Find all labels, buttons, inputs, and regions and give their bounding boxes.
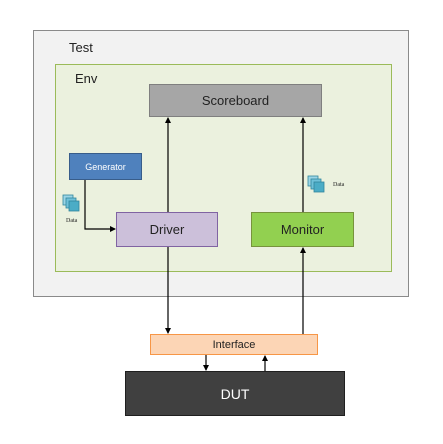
- generator-to-driver-arrow: [84, 180, 116, 232]
- driver-block: Driver: [116, 212, 218, 247]
- data-label-left: Data: [66, 218, 78, 224]
- interface-block: Interface: [150, 334, 318, 355]
- test-label: Test: [69, 40, 93, 55]
- generator-label: Generator: [85, 161, 126, 172]
- dut-label: DUT: [220, 385, 250, 402]
- data-stack-icon: [307, 175, 325, 193]
- generator-block: Generator: [69, 153, 142, 180]
- data-stack-icon: [62, 194, 80, 212]
- env-label: Env: [75, 71, 98, 86]
- scoreboard-block: Scoreboard: [149, 84, 322, 117]
- interface-label: Interface: [212, 338, 256, 351]
- scoreboard-label: Scoreboard: [201, 93, 270, 108]
- dut-block: DUT: [125, 371, 345, 416]
- driver-label: Driver: [149, 222, 185, 237]
- monitor-block: Monitor: [251, 212, 354, 247]
- monitor-label: Monitor: [280, 222, 325, 237]
- data-label-right: Data: [333, 182, 345, 188]
